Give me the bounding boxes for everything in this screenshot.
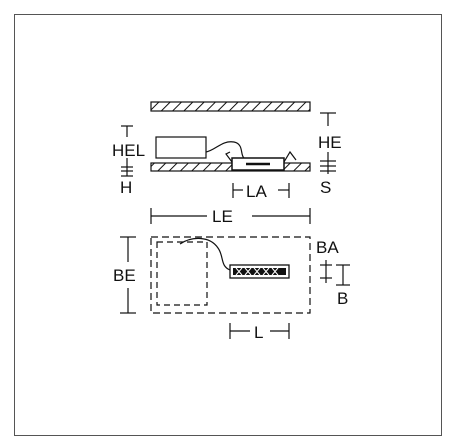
label-hel: HEL — [112, 141, 145, 160]
label-la: LA — [246, 182, 267, 201]
label-b: B — [337, 289, 348, 308]
dim-s — [320, 161, 336, 174]
cable-top — [179, 237, 231, 271]
dim-l — [229, 323, 290, 339]
cutout-outline — [150, 236, 311, 314]
ceiling-slab — [150, 101, 311, 112]
label-l: L — [254, 323, 263, 342]
label-be: BE — [113, 266, 136, 285]
side-view — [121, 101, 336, 198]
dim-le — [150, 208, 311, 224]
label-ba: BA — [316, 238, 339, 257]
label-he: HE — [318, 133, 342, 152]
cable — [205, 141, 245, 159]
dim-b — [336, 264, 350, 286]
driver-outline — [156, 241, 208, 306]
drawing-frame — [14, 14, 442, 436]
spring-clip-right — [283, 150, 297, 163]
spring-clip-left — [225, 151, 233, 163]
dim-ba — [320, 260, 332, 283]
dim-la — [232, 183, 290, 198]
label-h: H — [120, 178, 132, 197]
dim-h — [121, 167, 133, 177]
top-view — [120, 208, 350, 339]
driver-box — [155, 136, 207, 159]
led-module — [229, 264, 290, 279]
dim-be — [120, 236, 136, 314]
label-s: S — [320, 178, 331, 197]
label-le: LE — [212, 207, 233, 226]
ceiling-panel — [150, 162, 311, 172]
